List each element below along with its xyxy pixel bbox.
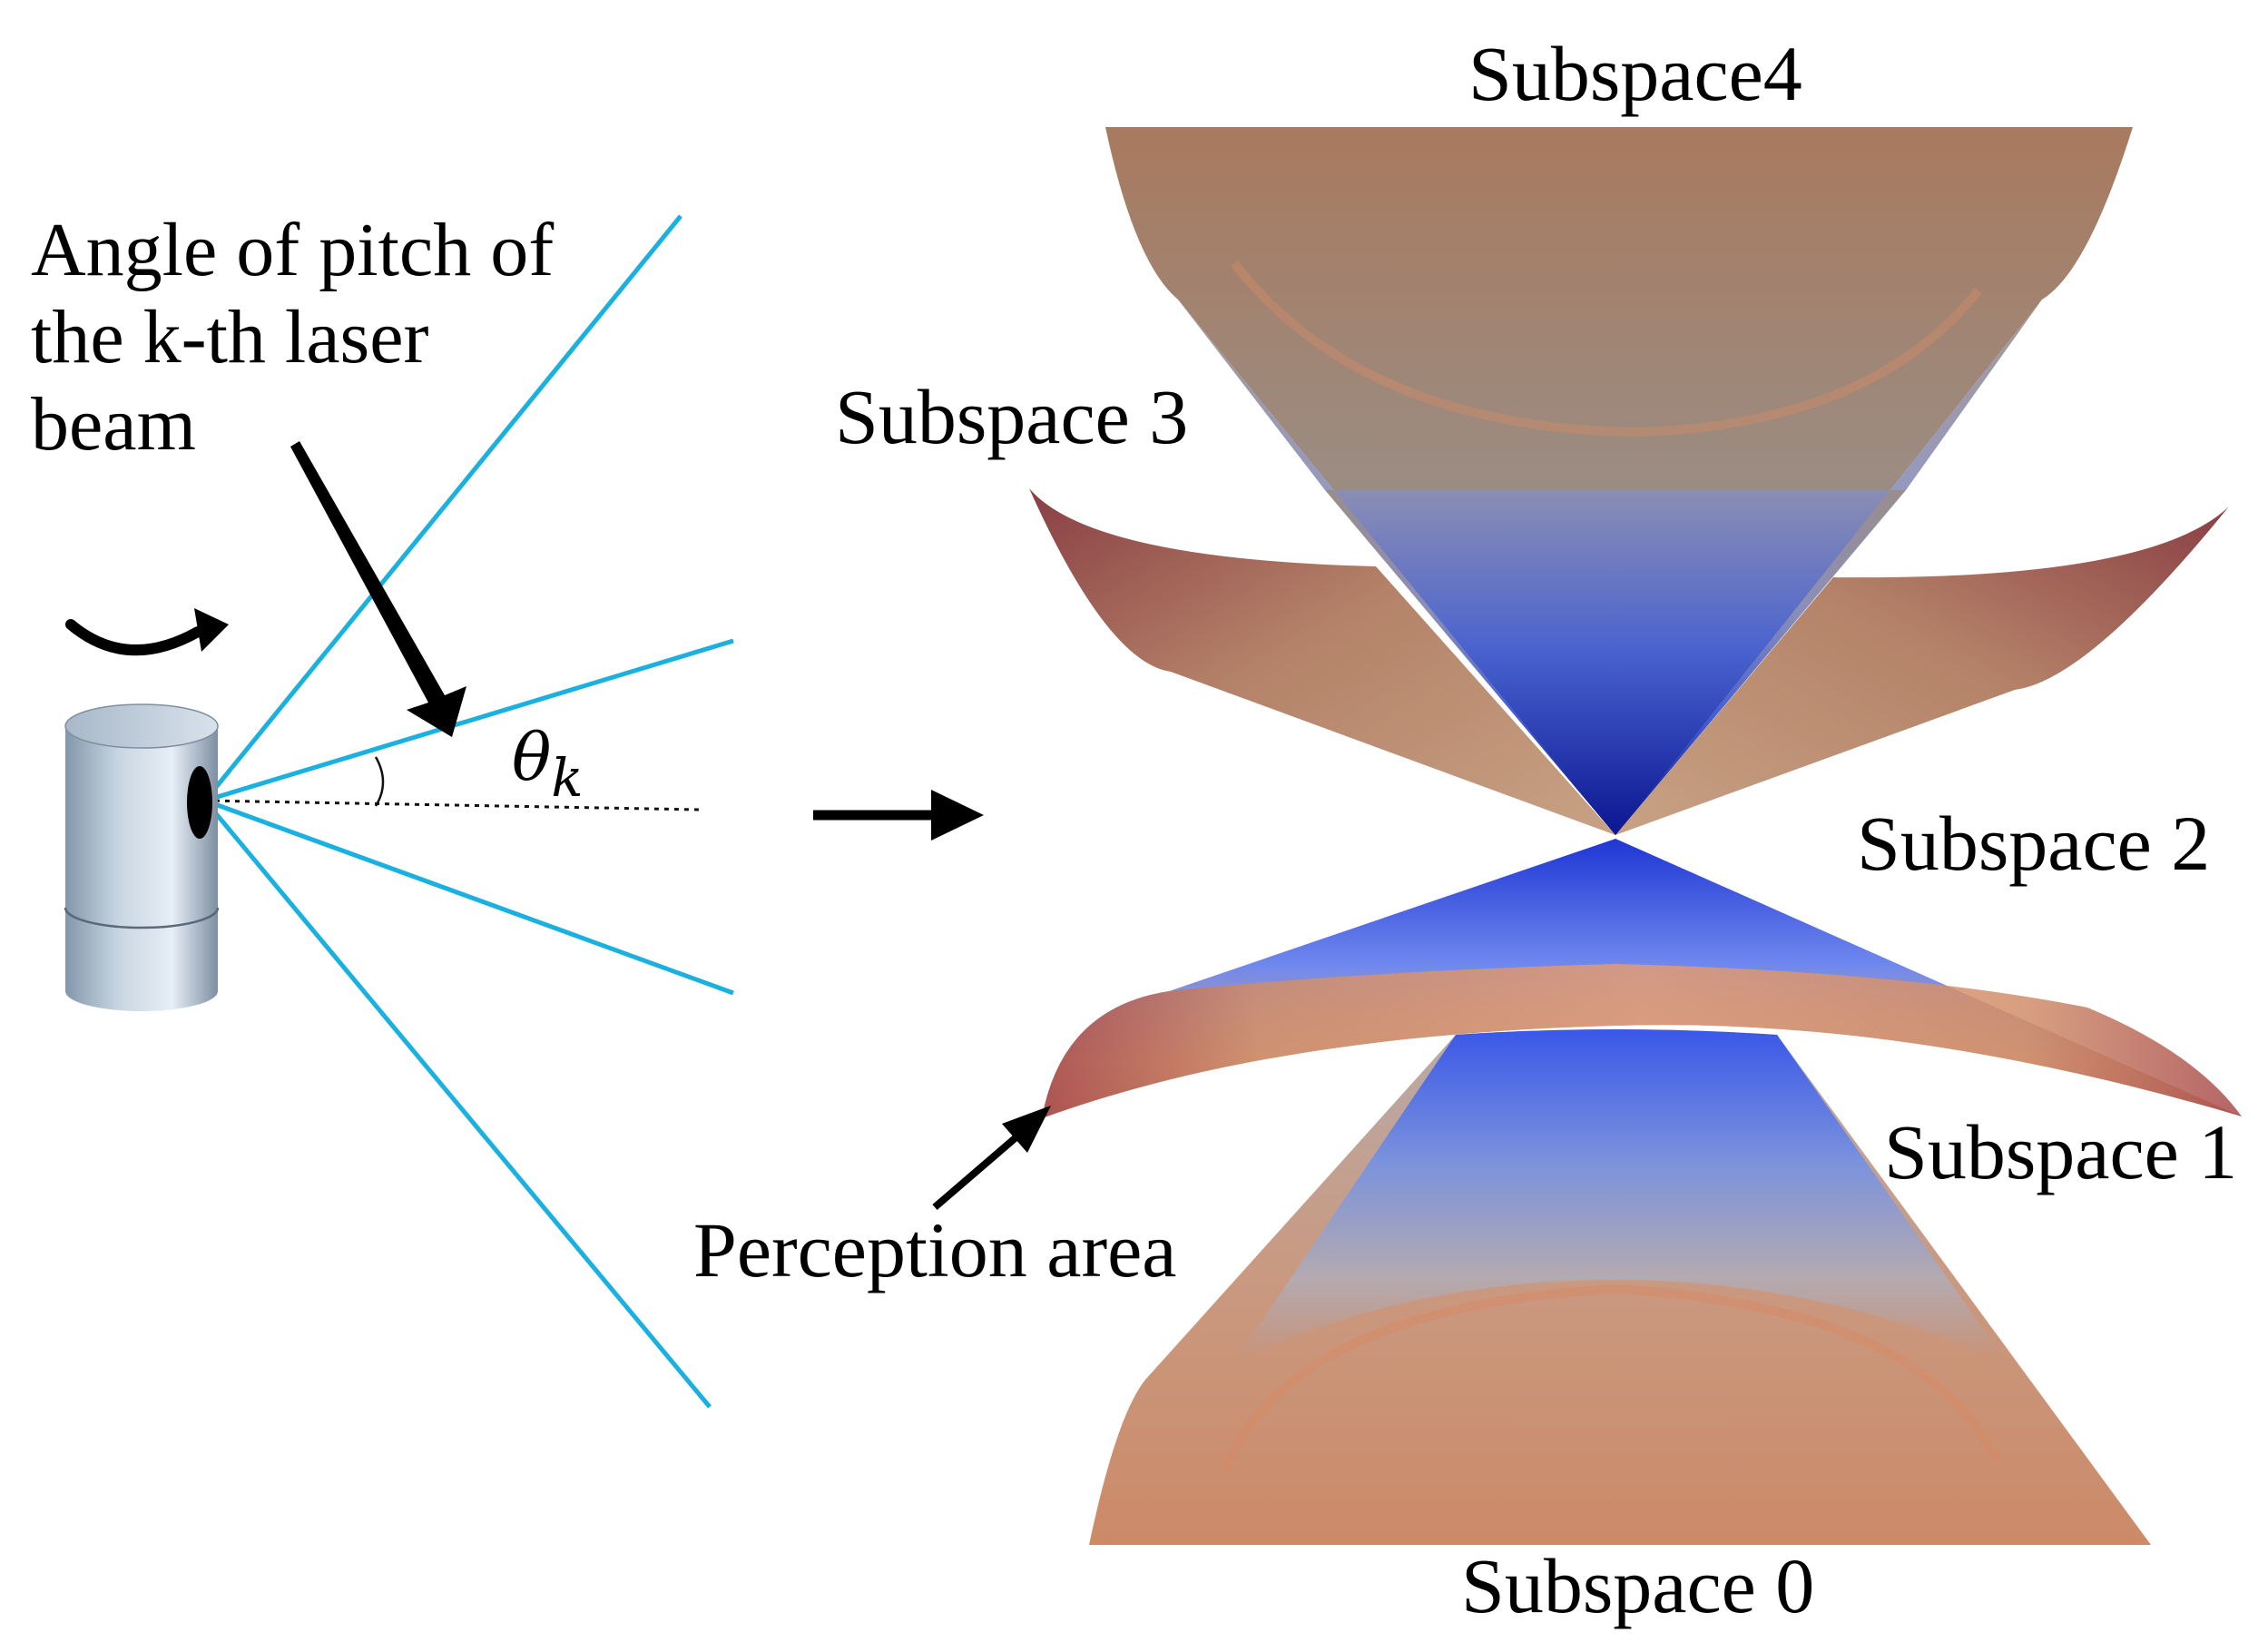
subspace-4-surface (1105, 127, 2133, 835)
subspace-0-label: Subspace 0 (1461, 1542, 1815, 1629)
lidar-sensor (64, 703, 220, 1011)
subspace-4-label: Subspace4 (1468, 30, 1802, 117)
lidar-illustration (64, 214, 984, 1409)
pitch-label-line-3: beam (31, 382, 196, 467)
laser-beam-lower-outer (203, 799, 712, 1409)
sensor-lens (187, 766, 212, 839)
pitch-label-line-1: Angle of pitch of (31, 208, 555, 292)
horizontal-reference-line (204, 799, 700, 811)
perception-area-arrow (932, 1106, 1051, 1211)
laser-beam-upper-inner (204, 638, 734, 803)
theta-k-label: θk (512, 719, 584, 809)
pitch-angle-label: Angle of pitch of the k-th laser beam (31, 207, 554, 468)
subspace-1-rim (1042, 964, 2242, 1118)
subspace-1-label: Subspace 1 (1884, 1108, 2238, 1195)
subspace-2-label: Subspace 2 (1857, 800, 2211, 887)
angle-arc (374, 756, 385, 807)
theta-subscript: k (551, 747, 584, 809)
pitch-label-line-2: the k-th laser (31, 295, 429, 379)
laser-beams (203, 214, 734, 1409)
subspace-3-right-wing (1615, 506, 2229, 835)
laser-beam-lower-inner (204, 798, 734, 996)
lower-cone (1234, 1029, 2006, 1362)
laser-beam-upper-outer (203, 214, 682, 802)
pitch-annotation-arrow (290, 441, 466, 737)
process-arrow-icon (813, 790, 984, 841)
subspace-3-label: Subspace 3 (835, 373, 1189, 460)
subspace-3-left-wing (1029, 488, 1615, 835)
subspace-visualization (932, 127, 2242, 1545)
theta-symbol: θ (512, 719, 552, 795)
subspace-4-inner-rim (1231, 260, 1982, 438)
perception-area-label: Perception area (693, 1206, 1177, 1293)
rotation-arrow-icon (65, 608, 229, 656)
subspace-0-inner-rim (1221, 1283, 2001, 1472)
